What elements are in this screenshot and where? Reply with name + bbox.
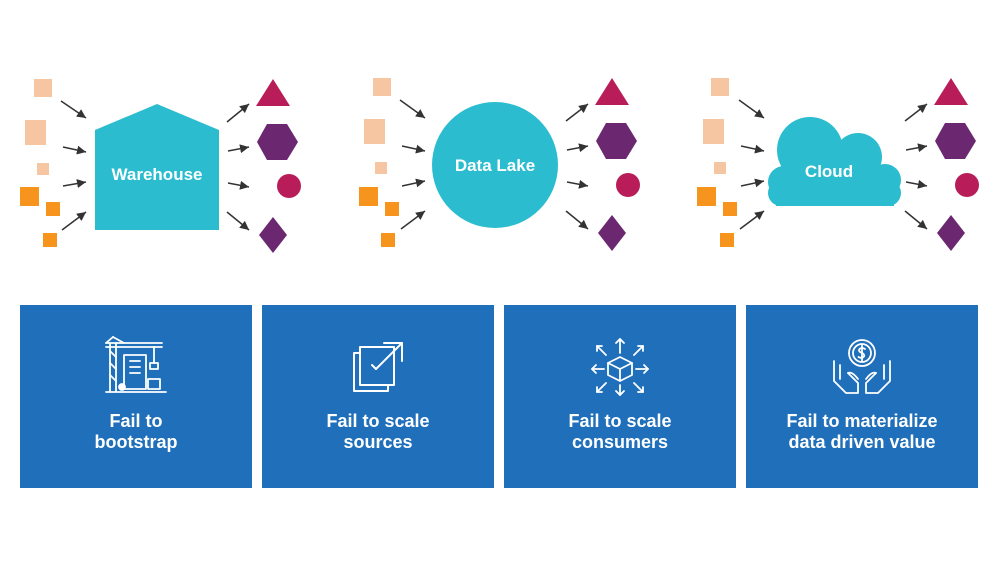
triangle-output bbox=[934, 78, 968, 105]
hexagon-output bbox=[257, 124, 298, 160]
source-square bbox=[25, 120, 46, 145]
diamond-output bbox=[598, 215, 626, 251]
card-title: Fail to scale consumers bbox=[568, 411, 672, 452]
external-expand-icon bbox=[353, 342, 403, 392]
source-square bbox=[359, 187, 378, 206]
card-fail-to-bootstrap: Fail to bootstrap bbox=[20, 305, 252, 488]
card-title: Fail to materialize data driven value bbox=[786, 411, 938, 452]
source-square bbox=[375, 162, 387, 174]
output-shapes bbox=[934, 78, 979, 251]
source-square bbox=[381, 233, 395, 247]
output-shapes bbox=[595, 78, 640, 251]
source-square bbox=[373, 78, 391, 96]
source-square bbox=[46, 202, 60, 216]
source-square bbox=[723, 202, 737, 216]
source-square bbox=[703, 119, 724, 144]
input-arrows bbox=[60, 100, 87, 231]
box-distribution-icon bbox=[591, 338, 649, 396]
warehouse-hub bbox=[95, 104, 219, 230]
circle-output bbox=[955, 173, 979, 197]
hub-label: Data Lake bbox=[455, 156, 535, 175]
hub-label: Warehouse bbox=[111, 165, 202, 184]
card-title: Fail to scale sources bbox=[326, 411, 430, 452]
triangle-output bbox=[256, 79, 290, 106]
source-square bbox=[385, 202, 399, 216]
input-sources bbox=[359, 78, 399, 247]
source-square bbox=[34, 79, 52, 97]
diamond-output bbox=[259, 217, 287, 253]
card-fail-to-scale-sources: Fail to scale sources bbox=[262, 305, 494, 488]
output-arrows bbox=[226, 103, 250, 231]
source-square bbox=[20, 187, 39, 206]
source-square bbox=[43, 233, 57, 247]
output-arrows bbox=[904, 103, 928, 230]
source-square bbox=[697, 187, 716, 206]
data-lake-group: Data Lake bbox=[359, 78, 640, 251]
output-arrows bbox=[565, 103, 589, 230]
input-arrows bbox=[738, 99, 765, 230]
output-shapes bbox=[256, 79, 301, 253]
architecture-diagram: Warehouse Data bbox=[20, 78, 979, 253]
construction-crane-icon bbox=[105, 336, 167, 393]
hexagon-output bbox=[935, 123, 976, 159]
card-fail-to-scale-consumers: Fail to scale consumers bbox=[504, 305, 736, 488]
card-fail-to-materialize-value: Fail to materialize data driven value bbox=[746, 305, 978, 488]
cloud-hub bbox=[768, 117, 901, 206]
input-sources bbox=[20, 79, 60, 247]
hub-label: Cloud bbox=[805, 162, 853, 181]
data-lake-hub bbox=[432, 102, 558, 228]
source-square bbox=[711, 78, 729, 96]
failure-cards: Fail to bootstrap Fail to scale sources bbox=[20, 305, 981, 488]
diamond-output bbox=[937, 215, 965, 251]
triangle-output bbox=[595, 78, 629, 105]
source-square bbox=[37, 163, 49, 175]
hexagon-output bbox=[596, 123, 637, 159]
circle-output bbox=[616, 173, 640, 197]
input-arrows bbox=[399, 99, 426, 230]
input-sources bbox=[697, 78, 737, 247]
source-square bbox=[720, 233, 734, 247]
hands-money-icon bbox=[833, 339, 891, 394]
card-title: Fail to bootstrap bbox=[94, 411, 178, 452]
cloud-group: Cloud bbox=[697, 78, 979, 251]
warehouse-group: Warehouse bbox=[20, 79, 301, 253]
source-square bbox=[714, 162, 726, 174]
circle-output bbox=[277, 174, 301, 198]
source-square bbox=[364, 119, 385, 144]
